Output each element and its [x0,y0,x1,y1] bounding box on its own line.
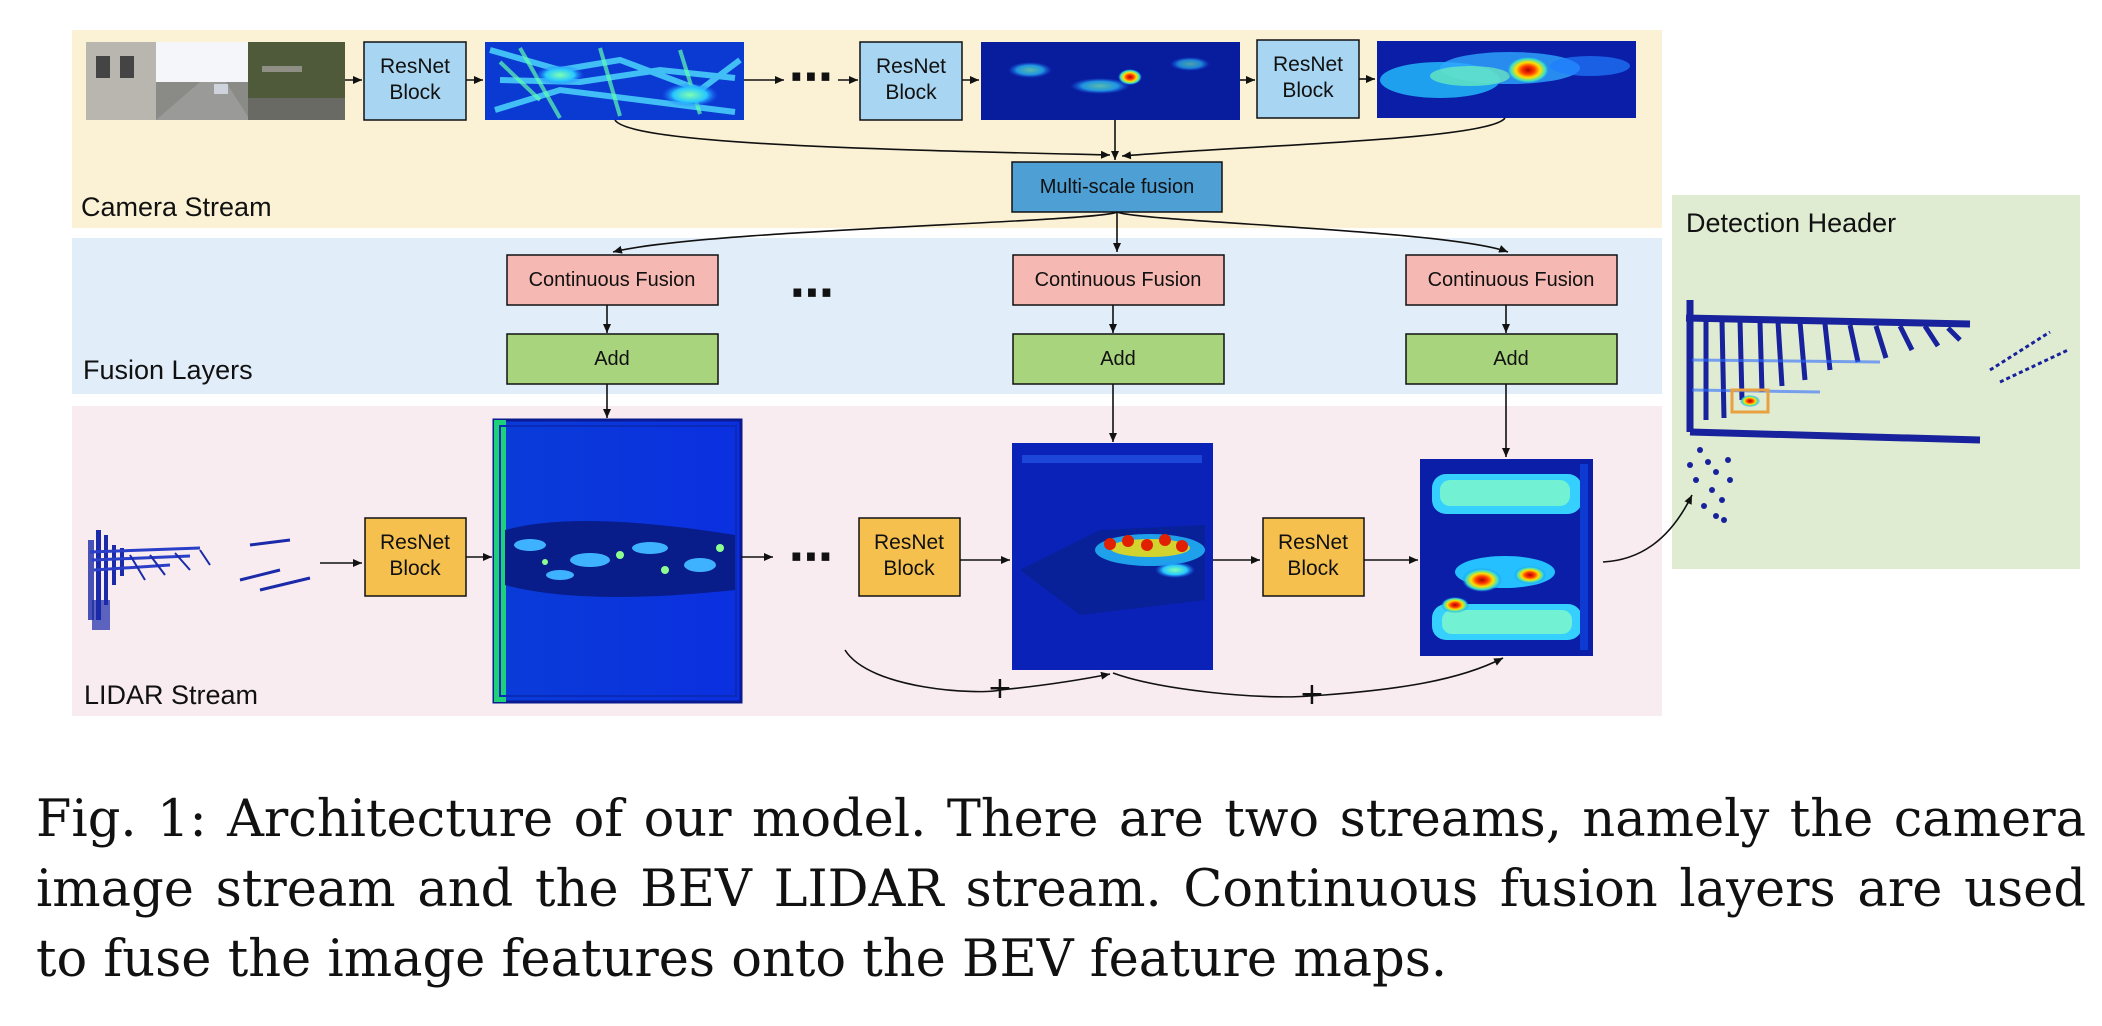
camera-feature-map-1 [485,42,744,120]
svg-text:ResNet: ResNet [876,55,946,78]
bev-feature-map-1 [492,418,743,704]
svg-text:ResNet: ResNet [380,531,450,554]
svg-text:Block: Block [1287,557,1339,580]
skip-plus-2: + [1299,677,1324,712]
skip-plus-1: + [987,671,1012,706]
camera-resnet-block-3: ResNet Block [1256,39,1360,119]
lidar-resnet-block-2: ResNet Block [858,517,961,597]
svg-text:Block: Block [1282,79,1334,102]
camera-ellipsis: ⋯ [789,52,833,103]
camera-feature-map-2 [981,42,1240,120]
add-block-3: Add [1405,333,1618,385]
lidar-resnet-block-1: ResNet Block [364,517,467,597]
svg-text:Continuous Fusion: Continuous Fusion [529,269,696,291]
bev-feature-map-3 [1420,459,1593,656]
camera-stream-label: Camera Stream [81,192,272,222]
svg-text:Add: Add [594,348,630,370]
lidar-stream-label: LIDAR Stream [84,680,258,710]
svg-text:Multi-scale fusion: Multi-scale fusion [1040,176,1195,198]
camera-feature-map-3 [1377,41,1636,118]
continuous-fusion-block-1: Continuous Fusion [506,254,719,306]
camera-input-image [86,42,345,120]
continuous-fusion-block-3: Continuous Fusion [1405,254,1618,306]
lidar-resnet-block-3: ResNet Block [1262,517,1365,597]
add-block-1: Add [506,333,719,385]
lidar-ellipsis: ⋯ [789,532,833,583]
svg-text:Block: Block [389,81,441,104]
detection-header-label: Detection Header [1686,208,1896,238]
svg-text:Continuous Fusion: Continuous Fusion [1035,269,1202,291]
svg-text:ResNet: ResNet [1273,53,1343,76]
svg-text:Block: Block [389,557,441,580]
detection-output-pointcloud [1685,300,2069,523]
architecture-diagram: Camera Stream Fusion Layers LIDAR Stream… [72,30,2080,716]
svg-text:Add: Add [1493,348,1529,370]
camera-resnet-block-1: ResNet Block [363,41,467,121]
svg-text:ResNet: ResNet [380,55,450,78]
multi-scale-fusion-block: Multi-scale fusion [1011,161,1223,213]
detection-header-region [1672,195,2080,569]
bev-feature-map-2 [1012,443,1213,670]
lidar-input-pointcloud [88,530,311,630]
svg-text:ResNet: ResNet [1278,531,1348,554]
continuous-fusion-block-2: Continuous Fusion [1012,254,1225,306]
fusion-ellipsis: ⋯ [790,268,834,319]
figure-caption: Fig. 1: Architecture of our model. There… [36,790,2086,989]
fusion-layers-region [72,238,1662,394]
camera-resnet-block-2: ResNet Block [859,41,963,121]
svg-text:Add: Add [1100,348,1136,370]
svg-text:Block: Block [885,81,937,104]
svg-text:ResNet: ResNet [874,531,944,554]
fusion-layers-label: Fusion Layers [83,355,253,385]
svg-text:Block: Block [883,557,935,580]
add-block-2: Add [1012,333,1225,385]
svg-text:Continuous Fusion: Continuous Fusion [1428,269,1595,291]
